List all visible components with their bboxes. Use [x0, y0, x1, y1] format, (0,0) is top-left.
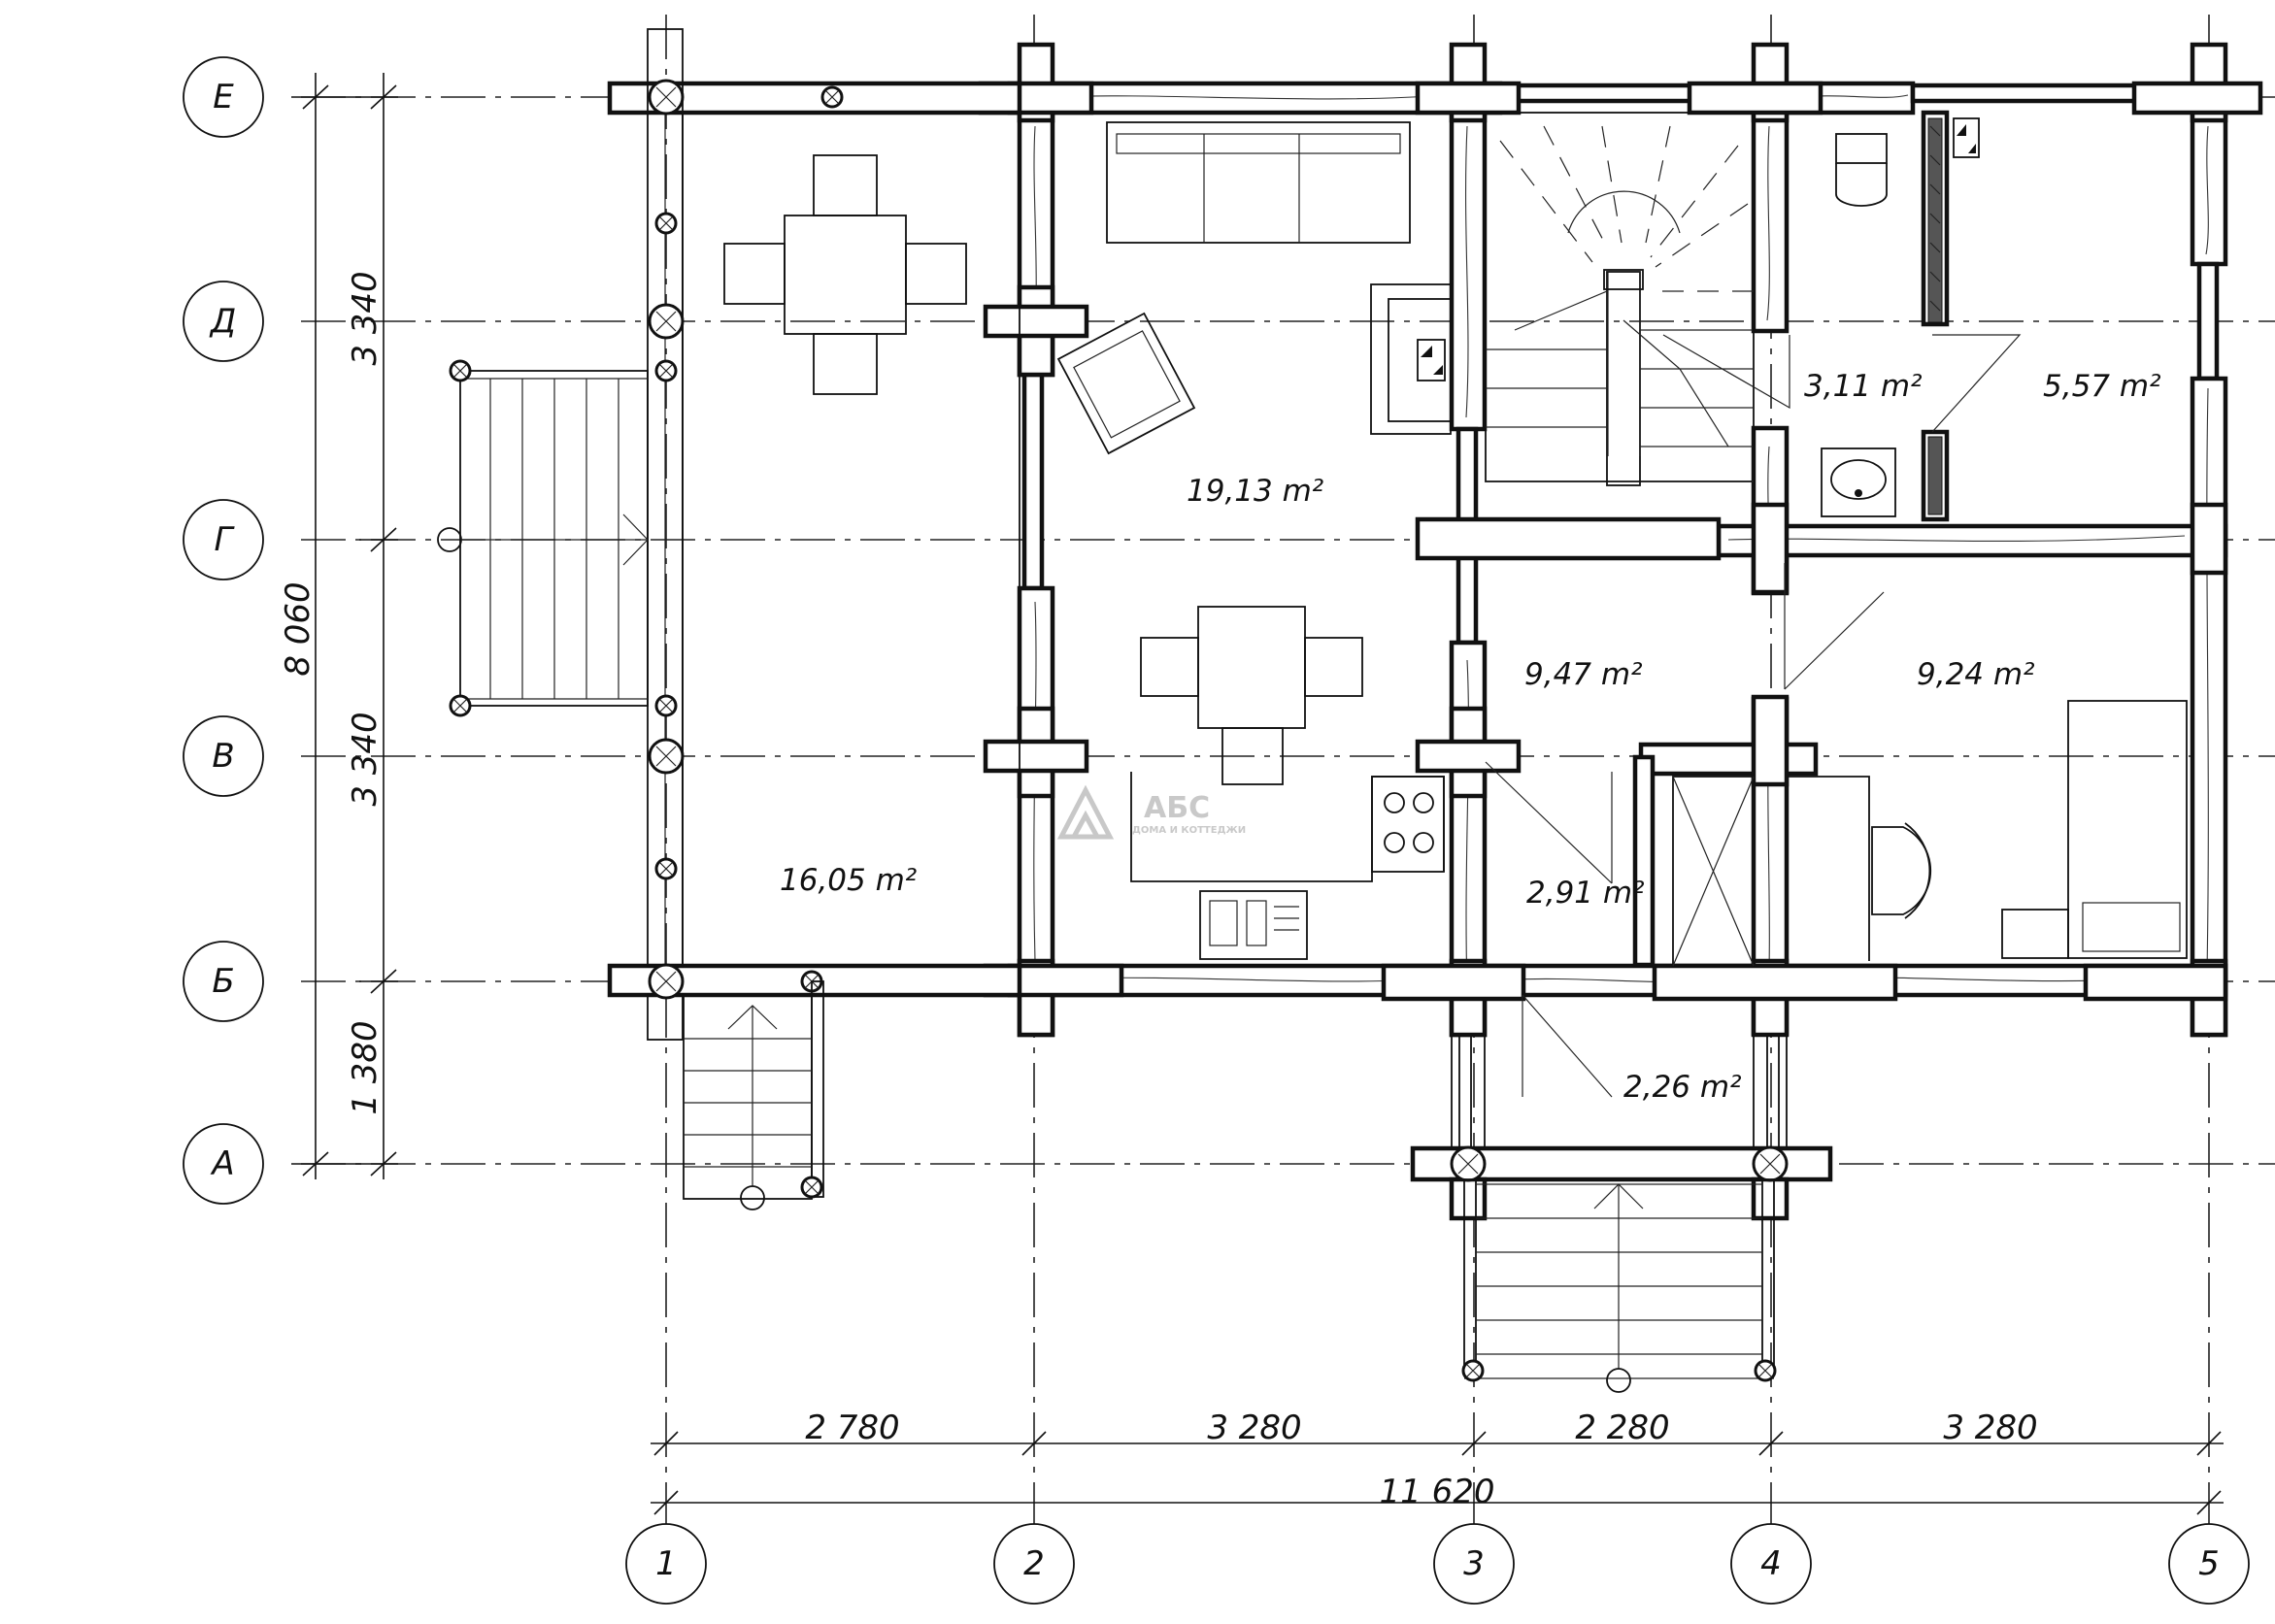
axis-bubble-row-b: Б [183, 941, 264, 1022]
dim-v-total-8060: 8 060 [279, 581, 318, 676]
armchair [1056, 312, 1196, 455]
area-bedroom: 9,24 m² [1917, 657, 2035, 692]
dim-h-2280: 2 280 [1575, 1409, 1669, 1447]
area-bath: 3,11 m² [1804, 369, 1923, 404]
svg-text:3: 3 [1463, 1544, 1485, 1583]
area-porch: 2,26 m² [1623, 1070, 1742, 1105]
fireplace [1370, 283, 1452, 435]
dim-h-total-11620: 11 620 [1380, 1473, 1495, 1511]
svg-text:В: В [212, 737, 234, 776]
dim-v-1380: 1 380 [346, 1020, 385, 1114]
svg-text:Д: Д [209, 302, 237, 341]
area-hall: 9,47 m² [1524, 657, 1643, 692]
kitchen-counter [1130, 772, 1445, 960]
axis-bubble-row-d: Д [183, 281, 264, 362]
svg-text:Г: Г [215, 520, 236, 559]
axis-bubble-row-a: А [183, 1123, 264, 1205]
terrace-dining-set [723, 154, 967, 395]
axis-bubble-col-2: 2 [993, 1523, 1075, 1605]
axis-bubble-row-v: В [183, 715, 264, 797]
entry-porch [1410, 994, 1833, 1393]
area-vestibule: 2,91 m² [1526, 876, 1645, 911]
svg-text:4: 4 [1760, 1544, 1782, 1583]
svg-text:Б: Б [212, 962, 234, 1001]
axis-bubble-col-4: 4 [1730, 1523, 1812, 1605]
abs-logo-watermark: АБС ДОМА И КОТТЕДЖИ [1056, 784, 1246, 840]
dim-h-2780: 2 780 [805, 1409, 899, 1447]
sofa [1106, 121, 1411, 244]
dim-h-3280-b: 3 280 [1943, 1409, 2037, 1447]
hall-and-bedroom [1485, 563, 2188, 968]
area-room-ne: 5,57 m² [2043, 369, 2161, 404]
bed [2067, 700, 2188, 959]
svg-text:Е: Е [213, 78, 234, 116]
svg-text:АБС: АБС [1144, 791, 1210, 825]
axis-bubble-col-1: 1 [625, 1523, 707, 1605]
bathroom-fixtures [1662, 117, 2022, 517]
axis-bubble-row-e: Е [183, 56, 264, 138]
living-furniture [1056, 121, 1452, 960]
logo-house-icon [1056, 784, 1115, 840]
axis-grid [301, 15, 2275, 1524]
vertical-dimensions: 3 340 3 340 1 380 8 060 [279, 73, 398, 1179]
terrace-side-stair [437, 359, 649, 717]
column-axis-bubbles: 1 2 3 4 5 [625, 1523, 2250, 1605]
axis-bubble-col-3: 3 [1433, 1523, 1515, 1605]
terrace-front-stair [683, 980, 824, 1210]
room-area-labels: 16,05 m² 19,13 m² 3,11 m² 5,57 m² 9,47 m… [780, 369, 2161, 1105]
dim-v-3340-top: 3 340 [346, 271, 385, 365]
dim-h-3280-a: 3 280 [1207, 1409, 1301, 1447]
axis-bubble-row-g: Г [183, 499, 264, 580]
area-living: 19,13 m² [1187, 474, 1323, 509]
area-terrace: 16,05 m² [780, 863, 917, 898]
interior-staircase [1485, 112, 1755, 486]
row-axis-bubbles: Е Д Г В Б А [183, 56, 264, 1205]
svg-text:2: 2 [1023, 1544, 1045, 1583]
terrace-frame [607, 28, 1022, 1041]
dim-v-3340-bottom: 3 340 [346, 712, 385, 806]
horizontal-dimensions: 2 780 3 280 2 280 3 280 11 620 [651, 1409, 2224, 1515]
axis-bubble-col-5: 5 [2168, 1523, 2250, 1605]
svg-text:ДОМА И КОТТЕДЖИ: ДОМА И КОТТЕДЖИ [1132, 825, 1246, 836]
svg-text:А: А [210, 1144, 234, 1183]
svg-text:5: 5 [2198, 1544, 2220, 1583]
svg-text:1: 1 [655, 1544, 677, 1583]
dining-table [1140, 606, 1363, 785]
